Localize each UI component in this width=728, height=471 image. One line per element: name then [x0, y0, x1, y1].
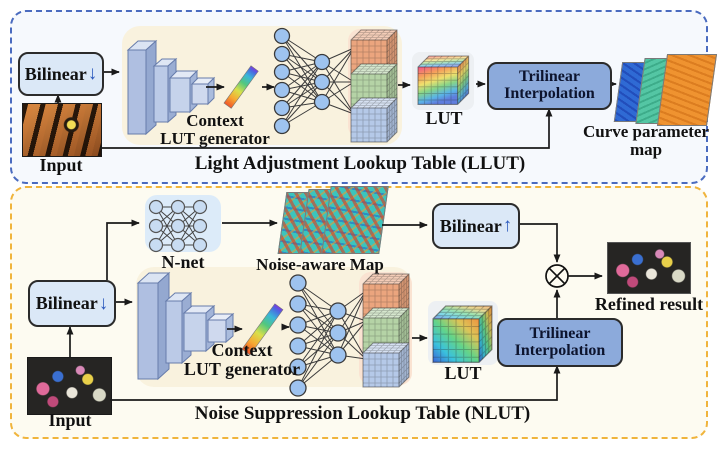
downsample-arrow-icon: ↓: [98, 292, 109, 314]
nnet-background: [145, 195, 221, 252]
nlut-trilinear-box: Trilinear Interpolation: [497, 318, 623, 367]
llut-trilinear-line1: Trilinear: [518, 68, 580, 86]
llut-context-line1: Context: [186, 111, 244, 130]
nlut-trilinear-line2: Interpolation: [514, 341, 606, 359]
curve-parameter-map-label: Curve parameter map: [570, 123, 722, 159]
nlut-caption: Noise Suppression Lookup Table (NLUT): [194, 403, 531, 424]
llut-cubes-background: [348, 29, 396, 138]
llut-trilinear-line2: Interpolation: [504, 85, 595, 102]
nlut-bilinear-down-box: Bilinear↓: [28, 280, 116, 327]
nlut-lut-plate: [428, 301, 498, 365]
llut-lut-label: LUT: [425, 108, 463, 128]
llut-trilinear-box: Trilinear Interpolation: [487, 62, 612, 110]
llut-bilinear-label: Bilinear: [24, 63, 87, 84]
nlut-lut-label: LUT: [444, 363, 482, 383]
nlut-bilinear-up-label: Bilinear: [439, 215, 502, 236]
nlut-bilinear-up-box: Bilinear↑: [432, 203, 520, 249]
curve-map-line2: map: [629, 139, 663, 159]
nlut-bilinear-down-label: Bilinear: [35, 293, 98, 313]
downsample-arrow-icon: ↓: [87, 63, 98, 84]
nlut-input-image: [27, 357, 112, 415]
noise-aware-map-label: Noise-aware Map: [256, 255, 384, 274]
llut-caption: Light Adjustment Lookup Table (LLUT): [194, 153, 526, 174]
nlut-context-line2: LUT generator: [183, 358, 301, 379]
refined-result-image: [607, 242, 691, 294]
nlut-cubes-background: [359, 272, 412, 385]
nlut-trilinear-line1: Trilinear: [529, 324, 591, 342]
noise-aware-map-3: [321, 186, 389, 254]
llut-bilinear-box: Bilinear↓: [18, 52, 104, 96]
llut-context-generator-label: Context LUT generator: [130, 112, 300, 148]
nlut-context-generator-label: Context LUT generator: [152, 341, 332, 379]
llut-context-line2: LUT generator: [160, 128, 270, 148]
curve-parameter-map-3: [656, 54, 718, 126]
upsample-arrow-icon: ↑: [502, 215, 513, 236]
nnet-label: N-net: [161, 252, 205, 272]
nlut-input-label: Input: [48, 410, 92, 430]
llut-input-image: [22, 103, 102, 157]
nlut-context-line1: Context: [211, 340, 273, 360]
curve-map-line1: Curve parameter: [582, 122, 710, 141]
llut-lut-plate: [412, 52, 474, 110]
refined-result-label: Refined result: [594, 294, 704, 314]
llut-input-label: Input: [39, 155, 83, 175]
